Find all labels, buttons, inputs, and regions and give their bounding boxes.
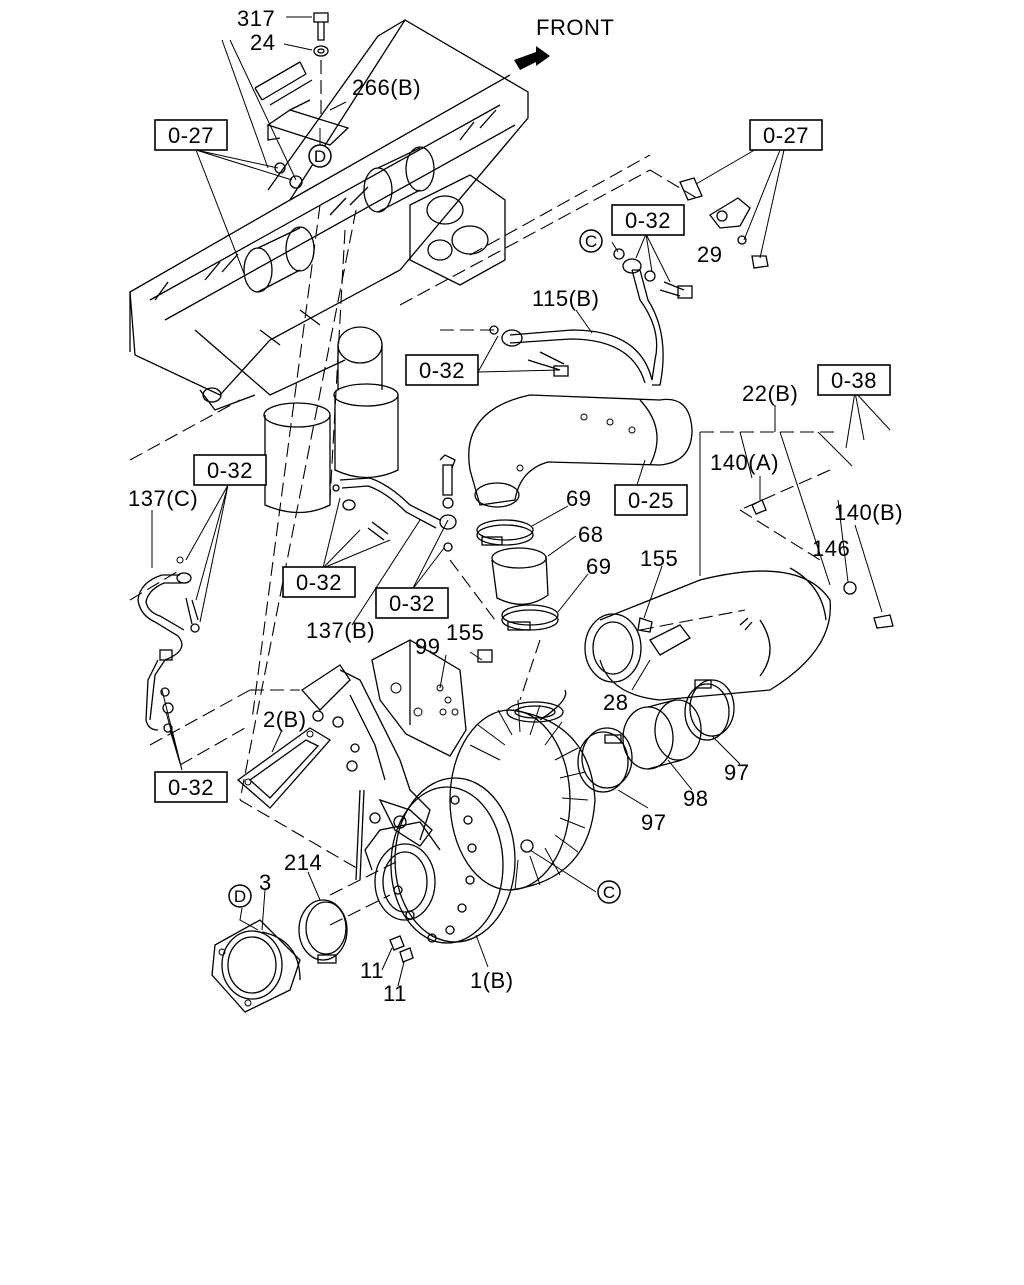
wastegate-actuator	[301, 664, 433, 881]
circle-ref-c-top: C	[579, 229, 603, 253]
manifold-ports	[154, 109, 497, 301]
part-label-140b: 140(B)	[834, 500, 903, 525]
part-label-11-lower: 11	[383, 981, 407, 1006]
part-label-214: 214	[284, 850, 322, 875]
exhaust-flange-3	[211, 919, 301, 1013]
part-label-69-lower: 69	[586, 554, 611, 579]
oil-pipe-137b	[332, 454, 457, 552]
gasket-2b	[236, 727, 332, 809]
part-label-97-left: 97	[641, 810, 666, 835]
bolt-317	[313, 12, 329, 120]
ref-box-label: 0-32	[625, 208, 671, 233]
v-band-clamp-214	[298, 899, 348, 964]
part-label-137b: 137(B)	[306, 618, 375, 643]
ref-box-r8: 0-32	[282, 566, 356, 598]
hose-68	[491, 547, 549, 605]
part-label-97-right: 97	[724, 760, 749, 785]
ref-box-r5: 0-38	[817, 364, 891, 396]
part-label-137c: 137(C)	[128, 486, 198, 511]
oil-return-pipe-137c	[137, 556, 200, 733]
ref-box-label: 0-27	[763, 123, 809, 148]
part-label-69-upper: 69	[566, 486, 591, 511]
hose-clamp-97-right	[684, 679, 735, 741]
front-label: FRONT	[536, 15, 614, 40]
part-label-24: 24	[250, 30, 275, 55]
heat-shield-99	[371, 639, 493, 757]
part-label-28: 28	[603, 690, 628, 715]
ref-box-r4: 0-32	[405, 354, 479, 386]
turbocharger-1b	[301, 664, 596, 963]
ref-box-r6: 0-25	[614, 484, 688, 516]
part-labels: 317 24 266(B) 29 115(B) 22(B) 140(A) 140…	[128, 6, 903, 1006]
exhaust-outlet-flange	[409, 174, 506, 286]
oil-pipe-115b	[489, 248, 693, 386]
part-label-99: 99	[415, 634, 440, 659]
front-indicator: FRONT	[514, 15, 614, 70]
bracket-266b	[254, 61, 350, 146]
ref-box-label: 0-32	[419, 358, 465, 383]
part-label-11-upper: 11	[360, 958, 384, 983]
compressor-fins	[469, 699, 589, 891]
cylinder-head-assembly	[129, 12, 529, 411]
ref-box-r1: 0-27	[154, 119, 228, 151]
outlet-pipe-22b	[584, 567, 857, 701]
ref-box-r10: 0-32	[154, 771, 228, 803]
part-label-266b: 266(B)	[352, 75, 421, 100]
part-label-98: 98	[683, 786, 708, 811]
hose-98	[622, 699, 702, 770]
ref-box-label: 0-27	[168, 123, 214, 148]
leader-lines	[151, 16, 891, 987]
part-label-115b: 115(B)	[532, 286, 599, 311]
part-label-22b: 22(B)	[742, 381, 798, 406]
circle-ref-letter: D	[314, 147, 326, 166]
part-label-155-center: 155	[446, 620, 484, 645]
ref-box-r3: 0-32	[611, 204, 685, 236]
hose-clamp-97-left	[577, 727, 633, 793]
circle-ref-letter: C	[585, 232, 597, 251]
guide-lines	[129, 154, 840, 926]
part-label-29: 29	[697, 242, 722, 267]
ref-box-label: 0-32	[389, 591, 435, 616]
bracket-29	[679, 177, 769, 269]
circle-ref-letter: C	[603, 883, 615, 902]
ref-box-r9: 0-32	[375, 587, 449, 619]
circle-ref-c-bottom: C	[597, 880, 621, 904]
oil-filter-assembly	[263, 326, 399, 514]
part-label-155-right: 155	[640, 546, 678, 571]
part-label-146: 146	[812, 536, 850, 561]
part-label-68: 68	[578, 522, 603, 547]
part-label-140a: 140(A)	[710, 450, 779, 475]
ref-box-r2: 0-27	[749, 119, 823, 151]
ref-box-label: 0-32	[296, 570, 342, 595]
ref-box-label: 0-32	[207, 458, 253, 483]
ref-box-label: 0-38	[831, 368, 877, 393]
ref-box-label: 0-32	[168, 775, 214, 800]
part-label-2b: 2(B)	[263, 707, 307, 732]
circle-ref-letter: D	[234, 887, 246, 906]
hose-clamp-69-lower	[501, 604, 559, 631]
part-label-3: 3	[259, 870, 272, 895]
part-label-317: 317	[237, 6, 275, 31]
part-label-1b: 1(B)	[470, 968, 514, 993]
intake-duct	[468, 394, 693, 508]
turbine-bolts	[393, 795, 477, 943]
circle-ref-d-bottom: D	[228, 884, 252, 908]
ref-box-label: 0-25	[628, 488, 674, 513]
ref-box-r7: 0-32	[193, 454, 267, 486]
hose-clamp-69-upper	[476, 519, 534, 546]
circle-ref-d-top: D	[308, 144, 332, 168]
front-arrow-icon	[514, 46, 550, 70]
